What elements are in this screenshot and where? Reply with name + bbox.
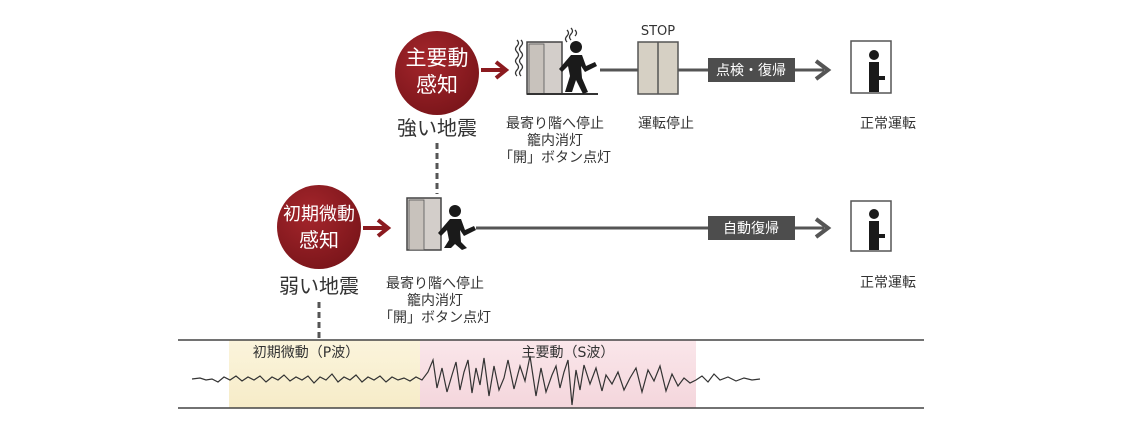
strong-quake-label: 強い地震 bbox=[397, 116, 477, 140]
weak-quake-badge: 初期微動 感知 bbox=[277, 185, 361, 269]
weak-gray-arrowhead bbox=[814, 217, 832, 239]
inspection-pill bbox=[708, 58, 795, 82]
inspection-pill-label: 点検・復帰 bbox=[716, 62, 786, 79]
weak-end-label: 正常運転 bbox=[860, 275, 916, 291]
exiting-person-icon bbox=[559, 41, 597, 94]
weak-normal-operation-icon bbox=[850, 200, 892, 252]
strong-gray-arrowhead bbox=[814, 59, 832, 81]
weak-quake-label: 弱い地震 bbox=[279, 274, 359, 298]
strong-badge-line2: 感知 bbox=[416, 73, 458, 97]
strong-step2-label: 運転停止 bbox=[638, 115, 694, 132]
auto-recovery-pill bbox=[708, 216, 795, 240]
weak-exiting-person-icon bbox=[438, 205, 476, 250]
s-wave-label: 主要動（S波） bbox=[522, 345, 615, 361]
strong-red-arrow bbox=[481, 60, 510, 80]
weak-step1-line1: 最寄り階へ停止 bbox=[386, 275, 484, 292]
auto-recovery-pill-label: 自動復帰 bbox=[723, 220, 779, 237]
weak-badge-line2: 感知 bbox=[299, 228, 339, 252]
shaking-marks-icon bbox=[514, 27, 578, 77]
strong-step1-line1: 最寄り階へ停止 bbox=[506, 115, 604, 132]
strong-step1-line2: 籠内消灯 bbox=[527, 133, 583, 149]
seismic-trace bbox=[191, 355, 761, 406]
weak-step1-line3: 「開」ボタン点灯 bbox=[379, 310, 491, 326]
weak-elevator-icon bbox=[406, 197, 442, 251]
weak-red-arrow bbox=[363, 218, 392, 238]
strong-badge-line1: 主要動 bbox=[406, 46, 469, 70]
stop-sign-label: STOP bbox=[641, 24, 675, 39]
p-wave-label: 初期微動（P波） bbox=[253, 344, 359, 361]
stopped-elevator-icon bbox=[637, 41, 679, 95]
strong-quake-badge: 主要動 感知 bbox=[395, 31, 479, 115]
weak-step1-line2: 籠内消灯 bbox=[407, 293, 463, 309]
strong-end-label: 正常運転 bbox=[860, 116, 916, 132]
strong-normal-operation-icon bbox=[850, 40, 892, 94]
p-wave-zone bbox=[229, 340, 420, 408]
weak-badge-line1: 初期微動 bbox=[283, 204, 355, 225]
seismic-waveform-panel: 初期微動（P波） 主要動（S波） bbox=[178, 339, 924, 409]
strong-step1-line3: 「開」ボタン点灯 bbox=[499, 150, 611, 166]
